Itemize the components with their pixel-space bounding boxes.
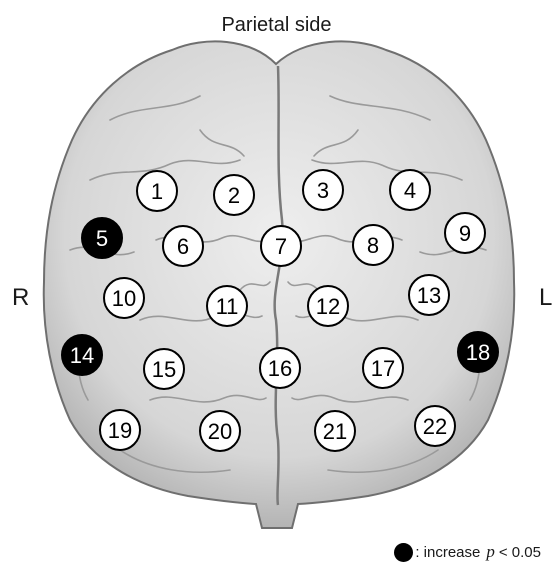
channel-8-label: 8: [367, 233, 379, 258]
channel-6-label: 6: [177, 234, 189, 259]
channel-1-label: 1: [151, 179, 163, 204]
channel-22-label: 22: [423, 414, 447, 439]
legend-text: : increase: [415, 544, 480, 561]
channel-17-label: 17: [371, 356, 395, 381]
channel-20-label: 20: [208, 419, 232, 444]
channel-18-label: 18: [466, 340, 490, 365]
channel-14-label: 14: [70, 343, 94, 368]
figure-title: Parietal side: [0, 14, 553, 37]
hemisphere-label-right: R: [12, 284, 29, 312]
legend-stat-symbol: p: [486, 542, 495, 562]
legend-threshold: < 0.05: [499, 544, 541, 561]
channel-15-label: 15: [152, 357, 176, 382]
legend: : increase p < 0.05: [394, 542, 541, 562]
legend-marker-increase: [394, 543, 413, 562]
channel-9-label: 9: [459, 221, 471, 246]
channel-4-label: 4: [404, 178, 416, 203]
channel-16-label: 16: [268, 356, 292, 381]
channel-5-label: 5: [96, 226, 108, 251]
channel-21-label: 21: [323, 419, 347, 444]
channel-11-label: 11: [216, 294, 239, 319]
channel-10-label: 10: [112, 286, 136, 311]
channel-2-label: 2: [228, 183, 240, 208]
hemisphere-label-left: L: [539, 284, 552, 312]
channel-13-label: 13: [417, 283, 441, 308]
channel-3-label: 3: [317, 178, 329, 203]
channel-12-label: 12: [316, 294, 340, 319]
channel-19-label: 19: [108, 418, 132, 443]
channel-7-label: 7: [275, 234, 287, 259]
